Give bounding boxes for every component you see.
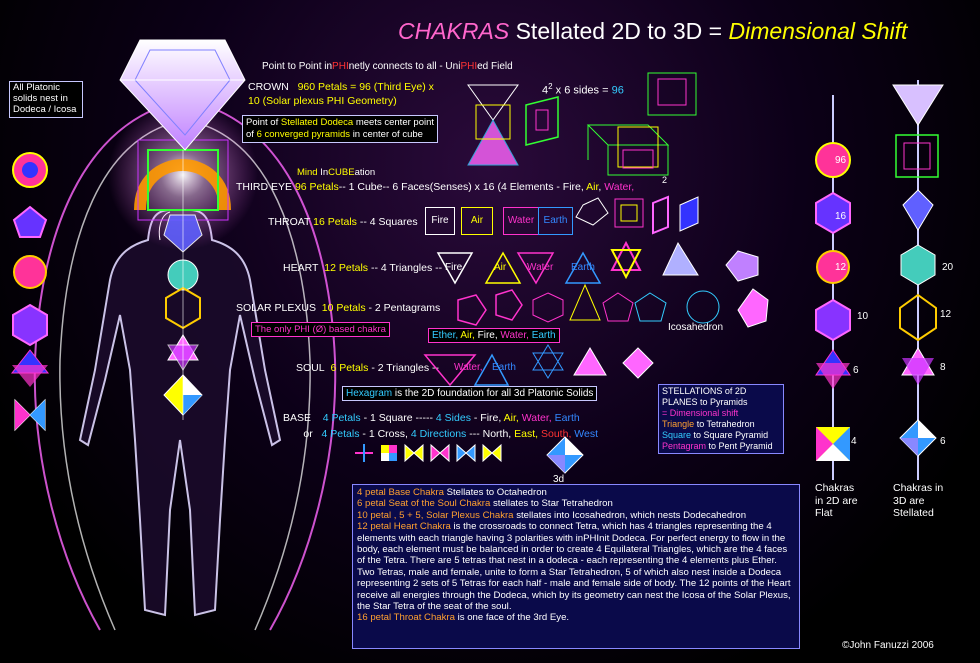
note-line: 10 petal , 5 + 5, Solar Plexus Chakra st… xyxy=(357,509,747,521)
octahedron-3d xyxy=(546,436,584,474)
note-line: 12 petal Heart Chakra is the crossroads … xyxy=(357,521,791,613)
left-chakra-icons xyxy=(10,152,50,432)
count-3d-12: 12 xyxy=(940,309,952,320)
subtitle: Point to Point inPHInetly connects to al… xyxy=(262,61,513,72)
base-cross-icons xyxy=(355,443,502,463)
soul-element-triangles xyxy=(423,353,510,387)
geometry-illustrations xyxy=(457,72,769,379)
third-eye-label: THIRD EYE 96 Petals-- 1 Cube-- 6 Faces(S… xyxy=(236,181,635,193)
heart-water: Water xyxy=(527,262,554,273)
count-3d-8: 8 xyxy=(940,362,946,373)
chakras-2d-column xyxy=(815,95,851,480)
page-title: CHAKRAS Stellated 2D to 3D = Dimensional… xyxy=(398,18,907,44)
three-d-label: 3d xyxy=(553,474,565,485)
platonic-nest-note: All Platonic solids nest in Dodeca / Ico… xyxy=(9,81,83,118)
stellations-note: STELLATIONS of 2D PLANES to Pyramids = D… xyxy=(658,384,784,454)
body-figure xyxy=(33,39,337,631)
title-stellated: Stellated 2D to 3D = xyxy=(515,18,723,44)
mind-incubeation: Mind InCUBEation xyxy=(297,167,376,178)
copyright: ©John Fanuzzi 2006 xyxy=(842,640,934,651)
soul-label: SOUL 6 Petals - 2 Triangles -- xyxy=(296,362,439,374)
heart-fire: Fire xyxy=(445,262,463,273)
title-chakras: CHAKRAS xyxy=(398,18,510,44)
hexagram-note: Hexagram is the 2D foundation for all 3d… xyxy=(342,386,598,401)
heart-air: Air xyxy=(494,262,507,273)
count-3d-6: 6 xyxy=(940,436,946,447)
count-3d-20: 20 xyxy=(942,262,954,273)
chakras-3d-column xyxy=(892,80,944,480)
count-2d-96: 96 xyxy=(835,155,847,166)
title-dimensional-shift: Dimensional Shift xyxy=(728,18,908,44)
note-line: 6 petal Seat of the Soul Chakra stellate… xyxy=(357,498,613,510)
crown-label: CROWN 960 Petals = 96 (Third Eye) x 10 (… xyxy=(248,81,434,107)
base-label: BASE 4 Petals - 1 Square ----- 4 Sides -… xyxy=(283,412,599,440)
square-earth: Earth xyxy=(538,207,573,235)
solar-elements: Ether, Air, Fire, Water, Earth xyxy=(428,328,560,343)
note-line: 16 petal Throat Chakra is one face of th… xyxy=(357,612,570,624)
icosahedron-label: Icosahedron xyxy=(668,322,724,333)
count-2d-6: 6 xyxy=(853,365,859,376)
heart-earth: Earth xyxy=(571,262,595,273)
caption-2d: Chakras in 2D are Flat xyxy=(815,482,858,520)
square-air: Air xyxy=(461,207,493,235)
throat-label: THROAT 16 Petals -- 4 Squares xyxy=(268,216,418,228)
count-2d-12: 12 xyxy=(835,262,847,273)
caption-3d: Chakras in 3D are Stellated xyxy=(893,482,944,520)
formula-text: 42 x 6 sides = 96 xyxy=(542,82,624,97)
heart-element-triangles xyxy=(436,251,602,285)
square-fire: Fire xyxy=(425,207,455,235)
chakra-notes-box: 4 petal Base Chakra Stellates to Octahed… xyxy=(352,484,800,649)
count-2d-10: 10 xyxy=(857,311,869,322)
heart-label: HEART 12 Petals -- 4 Triangles -- xyxy=(283,262,443,274)
phi-based-note: The only PHI (Ø) based chakra xyxy=(251,322,390,337)
count-2d-4: 4 xyxy=(851,436,857,447)
count-2d-16: 16 xyxy=(835,211,847,222)
stellated-dodeca-note: Point of Stellated Dodeca meets center p… xyxy=(242,115,439,143)
soul-water: Water, xyxy=(454,362,483,373)
figure-label-2: 2 xyxy=(662,175,668,185)
note-line: 4 petal Base Chakra Stellates to Octahed… xyxy=(357,487,547,498)
solar-plexus-label: SOLAR PLEXUS 10 Petals - 2 Pentagrams xyxy=(236,302,441,314)
soul-earth: Earth xyxy=(492,362,516,373)
